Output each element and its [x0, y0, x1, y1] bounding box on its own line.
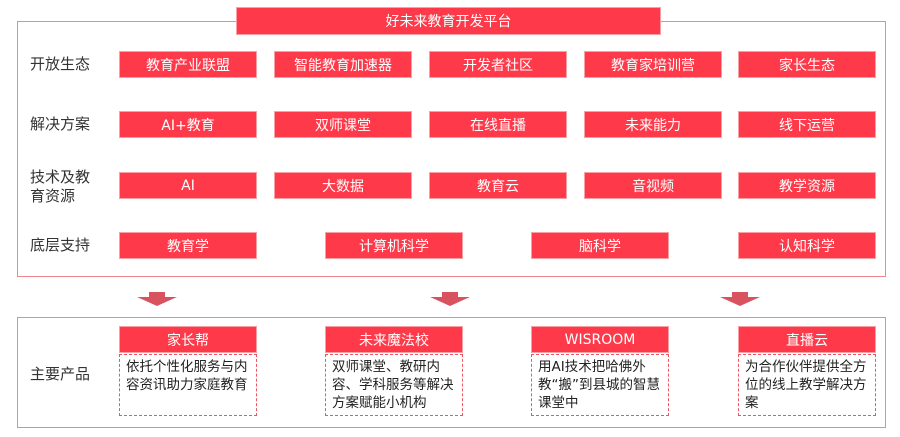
row-label-foundation: 底层支持	[30, 236, 91, 254]
item-box: 开发者社区	[429, 51, 567, 78]
item-box: 教育产业联盟	[119, 51, 257, 78]
item-box: 未来能力	[584, 111, 722, 138]
product-description: 为合作伙伴提供全方位的线上教学解决方案	[738, 354, 876, 416]
item-box: AI+教育	[119, 111, 257, 138]
item-box: 教育云	[429, 172, 567, 199]
item-box: 脑科学	[531, 232, 669, 259]
item-box: AI	[119, 172, 257, 199]
item-box: 认知科学	[738, 232, 876, 259]
down-arrow-icon	[430, 292, 470, 306]
item-box: 大数据	[274, 172, 412, 199]
platform-title: 好未来教育开发平台	[236, 7, 661, 35]
row-label-solutions: 解决方案	[30, 115, 91, 133]
row-label-open-ecosystem: 开放生态	[30, 55, 91, 73]
item-box: 教学资源	[738, 172, 876, 199]
product-name: 未来魔法校	[325, 326, 463, 353]
item-box: 教育学	[119, 232, 257, 259]
item-box: 音视频	[584, 172, 722, 199]
product-description: 双师课堂、教研内容、学科服务等解决方案赋能小机构	[325, 354, 463, 416]
products-label: 主要产品	[30, 365, 91, 383]
item-box: 线下运营	[738, 111, 876, 138]
row-label-tech-resources: 技术及教育资源	[30, 168, 91, 205]
product-name: 直播云	[738, 326, 876, 353]
product-description: 依托个性化服务与内容资讯助力家庭教育	[119, 354, 257, 416]
product-name: WISROOM	[531, 326, 669, 353]
item-box: 在线直播	[429, 111, 567, 138]
item-box: 智能教育加速器	[274, 51, 412, 78]
item-box: 教育家培训营	[584, 51, 722, 78]
item-box: 计算机科学	[325, 232, 463, 259]
product-name: 家长帮	[119, 326, 257, 353]
down-arrow-icon	[137, 292, 177, 306]
item-box: 双师课堂	[274, 111, 412, 138]
product-description: 用AI技术把哈佛外教“搬”到县城的智慧课堂中	[531, 354, 669, 416]
products-frame	[17, 317, 886, 428]
down-arrow-icon	[720, 292, 760, 306]
item-box: 家长生态	[738, 51, 876, 78]
